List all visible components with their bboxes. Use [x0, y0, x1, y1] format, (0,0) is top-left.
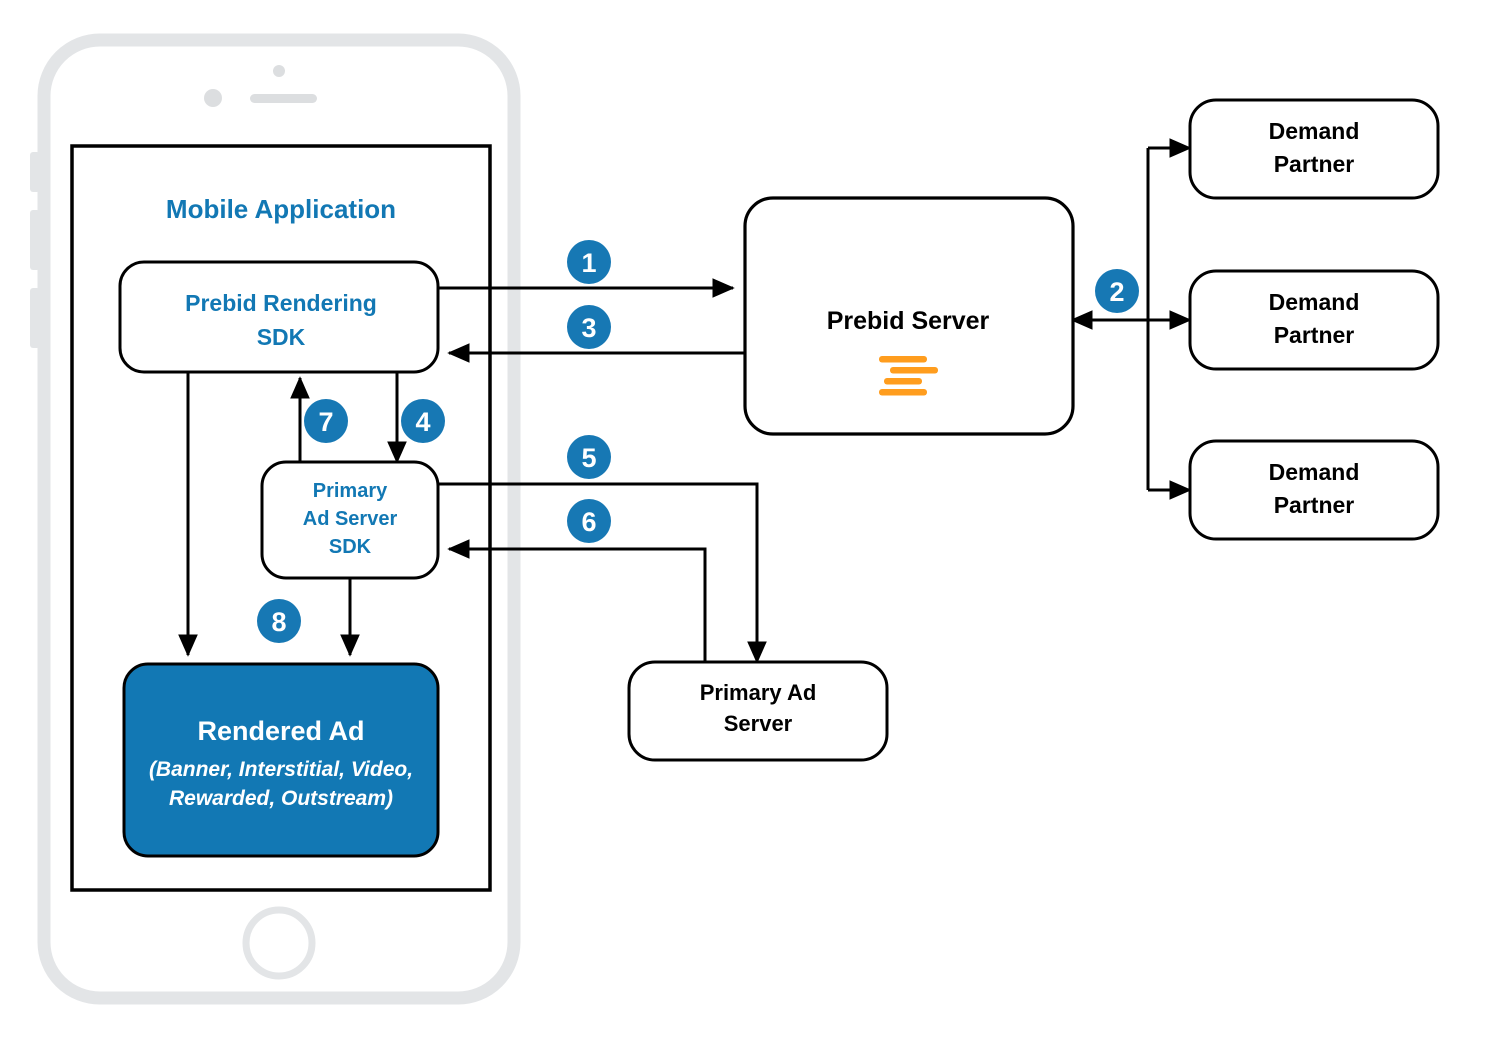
primary-ad-server-sdk-label-line2: Ad Server — [303, 508, 398, 530]
rendered-ad-subtitle-line1: (Banner, Interstitial, Video, — [149, 758, 413, 781]
proximity-sensor-icon — [273, 65, 285, 77]
step-badge-3-label: 3 — [581, 313, 596, 343]
primary-ad-server-label-line2: Server — [724, 711, 793, 736]
primary-ad-server-sdk-label-line3: SDK — [329, 536, 372, 558]
step-badge-6-label: 6 — [581, 507, 596, 537]
prebid-logo-icon — [879, 356, 938, 396]
step-badge-1-circle — [567, 240, 611, 284]
home-button[interactable] — [242, 906, 316, 980]
phone-volume-up-button — [30, 210, 40, 270]
step-badge-8-circle — [257, 599, 301, 643]
step-badge-8: 8 — [257, 599, 301, 643]
demand-partner-3-label-line2: Partner — [1274, 492, 1355, 518]
node-demand-partner-1[interactable]: Demand Partner — [1188, 98, 1440, 200]
step-badge-7-label: 7 — [318, 407, 333, 437]
demand-partner-2-label-line2: Partner — [1274, 322, 1355, 348]
demand-partner-2-box[interactable] — [1188, 269, 1440, 371]
speaker-grill-icon — [250, 94, 317, 103]
primary-ad-server-sdk-label-line1: Primary — [313, 480, 388, 502]
step-badge-5: 5 — [567, 435, 611, 479]
prebid-server-label: Prebid Server — [827, 307, 990, 335]
step-badge-4-circle — [401, 399, 445, 443]
demand-partner-1-box[interactable] — [1188, 98, 1440, 200]
rendered-ad-box[interactable] — [122, 662, 440, 858]
step-badge-8-label: 8 — [271, 607, 286, 637]
step-badge-4-label: 4 — [415, 407, 430, 437]
phone-outer-shell — [37, 33, 521, 1005]
step-badge-3: 3 — [567, 305, 611, 349]
front-camera-icon — [204, 89, 222, 107]
primary-ad-server-box[interactable] — [627, 660, 889, 762]
phone-silent-switch — [30, 152, 40, 192]
step-badge-1: 1 — [567, 240, 611, 284]
step-badge-1-label: 1 — [581, 248, 596, 278]
step-badge-2-circle — [1095, 269, 1139, 313]
connector-layer — [178, 138, 1192, 664]
step-badge-7: 7 — [304, 399, 348, 443]
prebid-rendering-sdk-label-line2: SDK — [257, 324, 306, 350]
mobile-application-title: Mobile Application — [166, 194, 396, 224]
step-badge-2: 2 — [1095, 269, 1139, 313]
rendered-ad-title: Rendered Ad — [197, 716, 364, 746]
primary-ad-server-sdk-box[interactable] — [260, 460, 440, 580]
demand-partner-3-box[interactable] — [1188, 439, 1440, 541]
node-demand-partner-2[interactable]: Demand Partner — [1188, 269, 1440, 371]
node-primary-ad-server[interactable]: Primary Ad Server — [627, 660, 889, 762]
prebid-server-box[interactable] — [743, 196, 1075, 436]
step-badge-5-label: 5 — [581, 443, 596, 473]
node-demand-partner-3[interactable]: Demand Partner — [1188, 439, 1440, 541]
demand-partner-2-label-line1: Demand — [1269, 289, 1360, 315]
phone-volume-down-button — [30, 288, 40, 348]
prebid-rendering-sdk-label-line1: Prebid Rendering — [185, 290, 377, 316]
demand-partner-3-label-line1: Demand — [1269, 459, 1360, 485]
connector-6-primary-ad-server-to-sdk — [447, 539, 707, 662]
step-badge-6: 6 — [567, 499, 611, 543]
node-rendered-ad[interactable]: Rendered Ad (Banner, Interstitial, Video… — [122, 662, 440, 858]
prebid-rendering-sdk-box[interactable] — [118, 260, 440, 374]
node-prebid-server[interactable]: Prebid Server — [743, 196, 1075, 436]
step-badge-4: 4 — [401, 399, 445, 443]
primary-ad-server-label-line1: Primary Ad — [700, 680, 817, 705]
demand-partner-1-label-line1: Demand — [1269, 118, 1360, 144]
demand-partner-1-label-line2: Partner — [1274, 151, 1355, 177]
phone-frame — [30, 33, 521, 1005]
step-badge-6-circle — [567, 499, 611, 543]
step-badge-2-label: 2 — [1109, 277, 1124, 307]
step-badge-5-circle — [567, 435, 611, 479]
step-badge-3-circle — [567, 305, 611, 349]
node-primary-ad-server-sdk[interactable]: Primary Ad Server SDK — [260, 460, 440, 580]
rendered-ad-subtitle-line2: Rewarded, Outstream) — [169, 787, 393, 810]
step-badge-7-circle — [304, 399, 348, 443]
connector-5-primary-ad-server-sdk-to-primary-ad-server — [437, 482, 767, 664]
node-prebid-rendering-sdk[interactable]: Prebid Rendering SDK — [118, 260, 440, 374]
